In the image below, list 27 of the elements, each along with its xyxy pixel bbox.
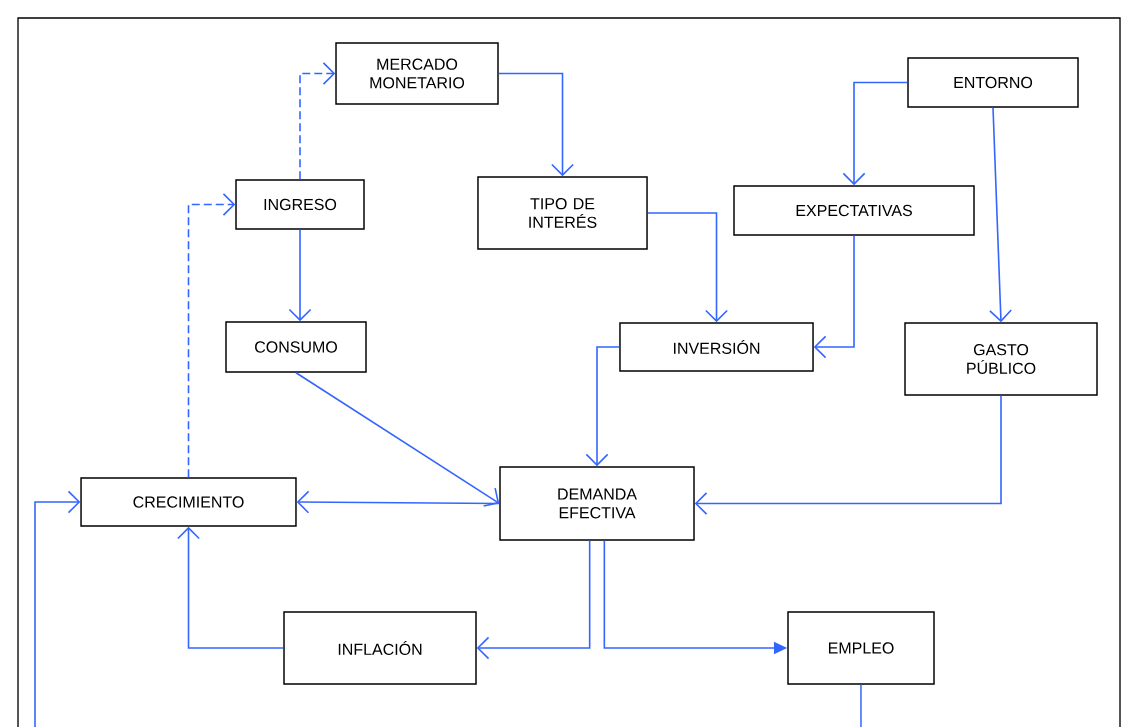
arrow — [476, 539, 591, 660]
process-box: INGRESO — [235, 179, 365, 230]
process-box: MERCADO MONETARIO — [335, 42, 499, 105]
process-box: DEMANDA EFECTIVA — [499, 466, 695, 541]
arrow — [497, 72, 574, 177]
arrow — [989, 106, 1013, 323]
arrow — [288, 228, 312, 322]
process-box: EXPECTATIVAS — [733, 185, 975, 236]
process-box: CRECIMIENTO — [80, 477, 297, 527]
arrow — [177, 526, 285, 649]
process-box: CONSUMO — [225, 321, 367, 373]
arrow — [34, 490, 81, 727]
process-box: GASTO PÚBLICO — [904, 322, 1098, 396]
arrow — [296, 490, 501, 514]
arrow — [299, 62, 336, 181]
process-box: INVERSIÓN — [619, 322, 814, 372]
process-box: ENTORNO — [907, 57, 1079, 108]
arrow — [295, 371, 500, 507]
process-box: EMPLEO — [787, 611, 935, 685]
arrow — [842, 81, 909, 186]
arrow — [585, 346, 621, 467]
arrow — [647, 212, 728, 323]
process-box: TIPO DE INTERÉS — [477, 176, 648, 250]
arrow — [694, 394, 1002, 515]
process-box: INFLACIÓN — [283, 611, 477, 685]
arrow — [187, 193, 236, 479]
arrow — [813, 234, 855, 359]
